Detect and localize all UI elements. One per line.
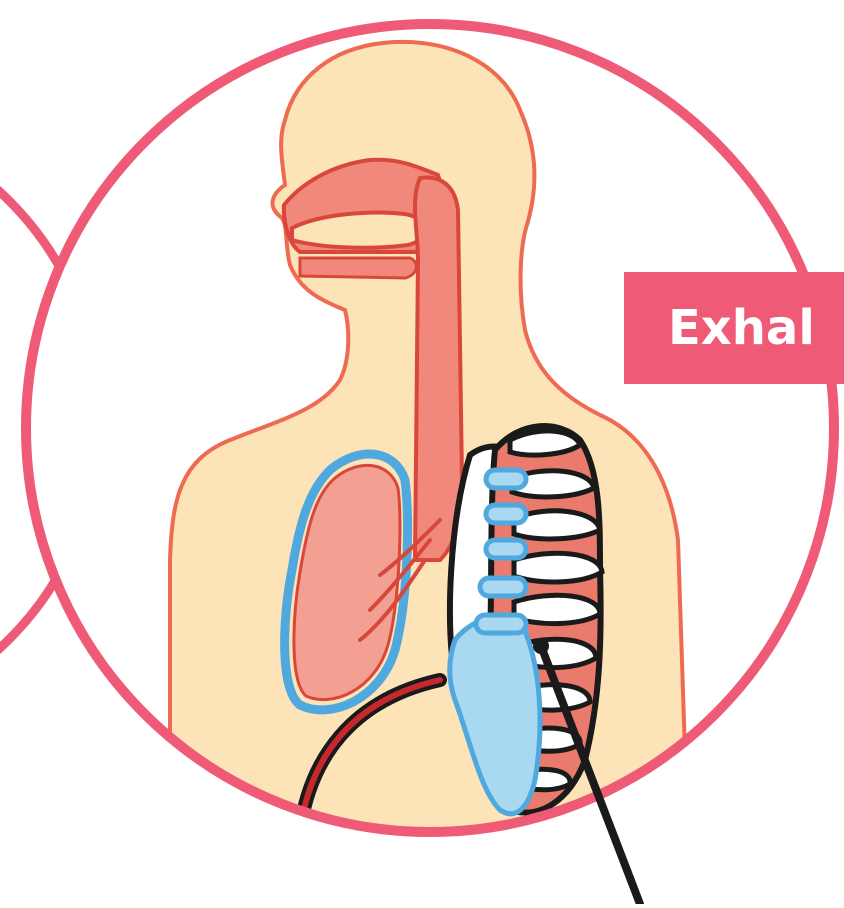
throat-upper: [300, 258, 416, 278]
trachea: [415, 177, 462, 560]
exhale-label: Exhal: [624, 272, 844, 384]
